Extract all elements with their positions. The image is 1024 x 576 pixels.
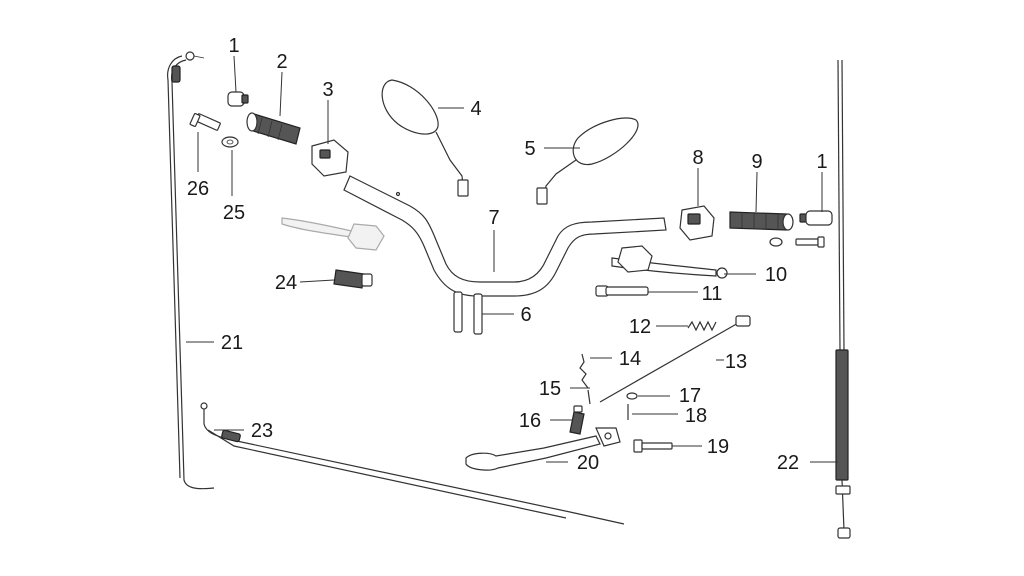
part-26-bolt[interactable] — [189, 113, 221, 131]
part-10-brake-lever[interactable] — [611, 245, 728, 279]
callout-16: 16 — [519, 410, 541, 432]
callout-4: 4 — [470, 98, 481, 120]
part-17-washer[interactable] — [626, 392, 638, 400]
callout-17: 17 — [679, 385, 701, 407]
part-20-brake-pedal[interactable] — [465, 427, 621, 471]
part-2-left-grip[interactable] — [246, 112, 301, 145]
part-5-right-mirror[interactable] — [536, 117, 639, 205]
callout-2: 2 — [276, 51, 287, 73]
left-lever-ghost — [281, 217, 385, 251]
leader-lines — [186, 55, 838, 463]
callout-9: 9 — [751, 151, 762, 173]
callout-18: 18 — [685, 405, 707, 427]
callout-3: 3 — [322, 79, 333, 101]
callout-23: 23 — [251, 420, 273, 442]
callout-12: 12 — [629, 316, 651, 338]
part-14-return-spring[interactable] — [579, 353, 589, 389]
part-16-pedal-spring[interactable] — [569, 405, 585, 435]
callout-14: 14 — [619, 348, 641, 370]
part-9-right-grip[interactable] — [729, 211, 794, 231]
part-11-lever-pin[interactable] — [595, 285, 649, 297]
part-25-washer[interactable] — [221, 136, 239, 148]
callout-6: 6 — [520, 304, 531, 326]
callout-26: 26 — [187, 178, 209, 200]
part-3-switch-housing[interactable] — [311, 139, 349, 177]
part-1-bar-end-left[interactable] — [227, 91, 249, 107]
callout-labels: 1 2 3 4 5 6 7 8 9 1 10 11 12 13 14 15 16… — [187, 35, 828, 474]
callout-21: 21 — [221, 332, 243, 354]
part-23-brake-cable[interactable] — [200, 402, 625, 525]
callout-10: 10 — [765, 264, 787, 286]
part-15-pin[interactable] — [587, 389, 591, 405]
right-end-washer-bolt[interactable] — [769, 236, 825, 248]
part-13-brake-rod[interactable] — [599, 315, 751, 403]
part-8-right-switch[interactable] — [679, 205, 715, 241]
part-7-handlebar[interactable] — [343, 175, 667, 297]
callout-7: 7 — [488, 207, 499, 229]
callout-8: 8 — [692, 147, 703, 169]
part-22-long-cable[interactable] — [835, 59, 851, 539]
callout-22: 22 — [777, 452, 799, 474]
part-6-clamp-bolts[interactable] — [453, 291, 483, 335]
part-24-throttle-tube[interactable] — [333, 269, 373, 289]
callout-13: 13 — [725, 351, 747, 373]
callout-5: 5 — [524, 138, 535, 160]
part-12-spring[interactable] — [687, 320, 717, 332]
callout-11: 11 — [702, 283, 723, 305]
callout-1-right: 1 — [816, 151, 827, 173]
callout-24: 24 — [275, 272, 297, 294]
part-21-throttle-cable[interactable] — [167, 51, 215, 490]
callout-1-left: 1 — [228, 35, 239, 57]
callout-20: 20 — [577, 452, 599, 474]
callout-25: 25 — [223, 202, 245, 224]
part-4-left-mirror[interactable] — [381, 79, 469, 197]
part-1-bar-end-right[interactable] — [799, 210, 833, 226]
callout-19: 19 — [707, 436, 729, 458]
callout-15: 15 — [539, 378, 561, 400]
part-19-pivot-bolt[interactable] — [633, 439, 673, 453]
